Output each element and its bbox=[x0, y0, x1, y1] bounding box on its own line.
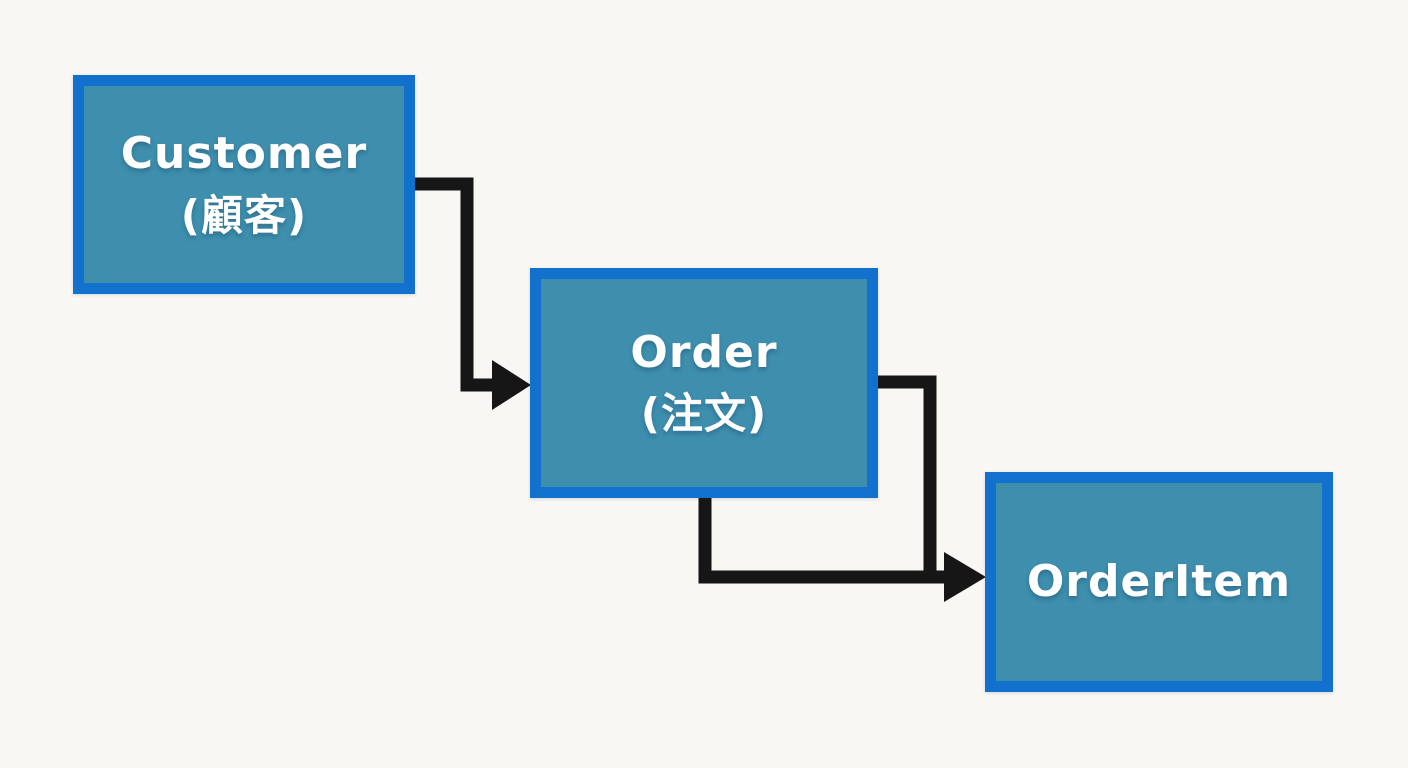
arrowhead-icon bbox=[944, 552, 986, 602]
connector-order-right-to-orderitem bbox=[876, 375, 937, 583]
connector-order-bottom-to-orderitem bbox=[698, 495, 948, 584]
node-customer-sublabel: (顧客) bbox=[180, 190, 308, 240]
arrowhead-icon bbox=[492, 360, 531, 410]
node-order: Order (注文) bbox=[530, 268, 878, 498]
node-customer-label: Customer bbox=[120, 128, 368, 180]
node-order-label: Order bbox=[630, 326, 778, 378]
connector-customer-to-order bbox=[415, 177, 496, 392]
node-order-sublabel: (注文) bbox=[640, 389, 768, 439]
node-orderitem: OrderItem bbox=[985, 472, 1333, 692]
node-orderitem-label: OrderItem bbox=[1026, 556, 1292, 608]
node-customer: Customer (顧客) bbox=[73, 75, 415, 294]
